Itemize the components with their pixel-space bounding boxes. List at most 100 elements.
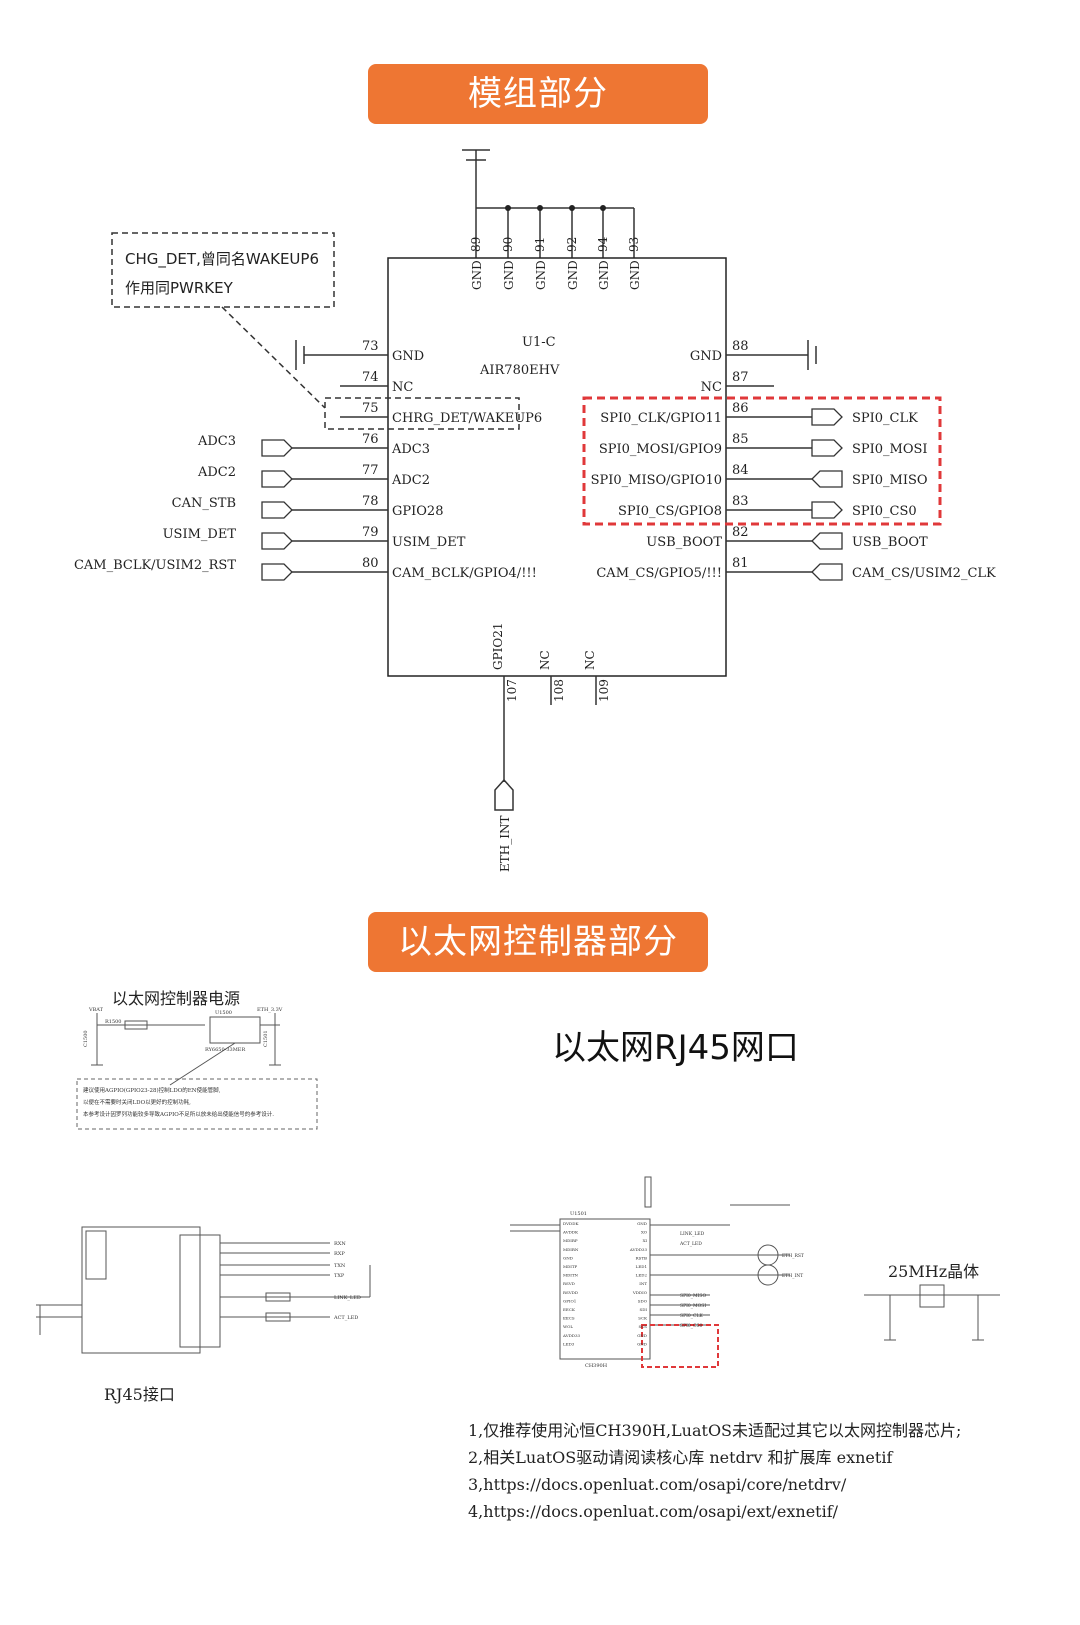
left-pin-name-77: ADC2: [391, 473, 430, 488]
ethernet-section-banner: 以太网控制器部分: [368, 912, 708, 972]
rj45-net-5: ACT_LED: [333, 1315, 358, 1321]
chg-det-note-line-2: 作用同PWRKEY: [125, 279, 234, 297]
ch390-left-pin-3: MDIRN: [563, 1247, 579, 1252]
right-port-84: [811, 470, 843, 488]
bottom-pin-name-107: GPIO21: [491, 622, 505, 670]
left-pin-name-73: GND: [392, 349, 424, 364]
right-net-85: SPI0_MOSI: [852, 442, 928, 457]
right-port-85: [811, 439, 843, 457]
left-pin-name-74: NC: [392, 380, 413, 395]
left-port-79: [261, 532, 293, 550]
power-note-line-3: 本参考设计因罗列功能较多导致AGPIO不足所以放未给出使能信号的参考设计.: [83, 1110, 274, 1118]
left-pin-name-75: CHRG_DET/WAKEUP6: [392, 411, 542, 426]
eth-33v-label: ETH_3.3V: [257, 1007, 283, 1013]
right-pin-num-83: 83: [732, 494, 749, 509]
right-pin-name-86: SPI0_CLK/GPIO11: [600, 411, 722, 426]
left-pin-num-79: 79: [362, 525, 379, 540]
rj45-net-4: LINK_LED: [334, 1295, 361, 1301]
ch390-right-pin-7: INT: [639, 1281, 647, 1286]
right-port-83: [811, 501, 843, 519]
ldo-cap1-label: C1500: [83, 1030, 89, 1047]
bottom-pin-name-109: NC: [583, 650, 597, 670]
right-pin-num-82: 82: [732, 525, 749, 540]
ch390-net-4: SPI0_CLK: [680, 1313, 703, 1319]
ch390-right-pin-9: SDO: [638, 1298, 648, 1303]
ch390-net-3: SPI0_MOSI: [680, 1303, 706, 1309]
ch390-net-5: SPI0_CS0: [680, 1323, 703, 1329]
ch390-right-pin-5: LED1: [636, 1264, 647, 1269]
left-port-77: [261, 470, 293, 488]
ch390-right-pin-6: LED2: [636, 1273, 648, 1278]
ch390-left-pin-11: EECS: [563, 1316, 575, 1321]
right-pin-num-86: 86: [732, 401, 749, 416]
right-pin-num-87: 87: [732, 370, 749, 385]
right-port-81: [811, 563, 843, 581]
ch390-left-pin-1: AVDDK: [562, 1230, 579, 1235]
top-pin-num-94: 94: [596, 236, 610, 252]
right-port-86: [811, 408, 843, 426]
ch390-right-pin-2: XI: [643, 1238, 648, 1243]
ch390-left-pin-5: MDITP: [563, 1264, 578, 1269]
top-pin-num-93: 93: [627, 237, 641, 252]
top-pin-name-93: GND: [628, 260, 642, 290]
note-line-1: 1,仅推荐使用沁恒CH390H,LuatOS未适配过其它以太网控制器芯片;: [468, 1421, 962, 1440]
left-pin-num-77: 77: [362, 463, 379, 478]
right-port-82: [811, 532, 843, 550]
ch390-right-pin-8: VDDIO: [632, 1290, 648, 1295]
top-pin-name-94: GND: [597, 260, 611, 290]
ch390-left-pin-0: DVDDK: [563, 1221, 579, 1226]
left-net-80: CAM_BCLK/USIM2_RST: [74, 558, 236, 573]
bottom-pin-name-108: NC: [538, 650, 552, 670]
ch390-net-6: LINK_LED: [680, 1231, 705, 1237]
left-pin-num-75: 75: [362, 401, 379, 416]
left-pin-num-73: 73: [362, 339, 379, 354]
left-pin-num-80: 80: [362, 556, 379, 571]
right-pin-name-82: USB_BOOT: [646, 535, 722, 550]
ch390-left-pin-7: RSVD: [563, 1281, 575, 1286]
left-port-76: [261, 439, 293, 457]
ch390-ic-label: U1501: [570, 1211, 587, 1217]
rj45-net-0: RXN: [334, 1241, 346, 1247]
power-note-line-2: 以便在不需要时关闭LDO以更好的控制功耗,: [83, 1098, 191, 1106]
power-note-line-1: 建议使用AGPIO(GPIO23-28)控制LDO的EN使能管脚,: [83, 1086, 221, 1094]
chg-det-note-line-1: CHG_DET,曾同名WAKEUP6: [125, 250, 319, 269]
ldo-ic-label: U1500: [215, 1010, 232, 1016]
chg-det-note-box: [111, 232, 335, 308]
right-pin-num-88: 88: [732, 339, 749, 354]
ch390-right-pin-13: GND: [637, 1333, 647, 1338]
left-port-78: [261, 501, 293, 519]
left-pin-num-76: 76: [362, 432, 379, 447]
top-pin-num-90: 90: [501, 237, 515, 252]
ch390-part-label: CH390H: [585, 1363, 608, 1369]
module-part-label: AIR780EHV: [479, 363, 560, 378]
left-pin-num-74: 74: [362, 370, 379, 385]
ch390-left-pin-6: MDITN: [563, 1273, 579, 1278]
note-line-3[interactable]: 3,https://docs.openluat.com/osapi/core/n…: [468, 1475, 847, 1494]
ch390-left-pin-13: AVDD33: [562, 1333, 581, 1338]
ch390-right-pin-1: XO: [641, 1230, 648, 1235]
note-line-4[interactable]: 4,https://docs.openluat.com/osapi/ext/ex…: [468, 1502, 839, 1521]
crystal-title: 25MHz晶体: [888, 1262, 980, 1281]
ch390-net-1: ETH_INT: [782, 1273, 803, 1279]
eth-power-schematic: VBAT ETH_3.3V U1500 RY6650-33MER R1500 C…: [76, 1007, 318, 1130]
left-pin-name-79: USIM_DET: [392, 535, 466, 550]
left-pin-num-78: 78: [362, 494, 379, 509]
ch390-right-pin-14: GND: [637, 1341, 647, 1346]
ch390-left-pin-9: GPIO1: [563, 1298, 576, 1303]
right-pin-name-88: GND: [690, 349, 722, 364]
module-ref-label: U1-C: [522, 335, 556, 350]
top-pin-num-91: 91: [533, 237, 547, 252]
module-chip-body: [387, 257, 727, 677]
ch390-right-pin-3: AVDD33: [629, 1247, 648, 1252]
ch390-right-pin-0: GND: [637, 1221, 647, 1226]
ch390-left-pin-12: WOL: [563, 1324, 573, 1329]
note-line-2: 2,相关LuatOS驱动请阅读核心库 netdrv 和扩展库 exnetif: [468, 1448, 893, 1467]
rj45-net-3: TXP: [334, 1273, 345, 1279]
left-pin-name-80: CAM_BCLK/GPIO4/!!!: [392, 566, 537, 581]
ldo-part-label: RY6650-33MER: [205, 1047, 245, 1053]
top-pin-num-92: 92: [565, 237, 579, 252]
right-net-81: CAM_CS/USIM2_CLK: [852, 566, 996, 581]
left-net-77: ADC2: [197, 465, 236, 480]
module-section-banner: 模组部分: [368, 64, 708, 124]
